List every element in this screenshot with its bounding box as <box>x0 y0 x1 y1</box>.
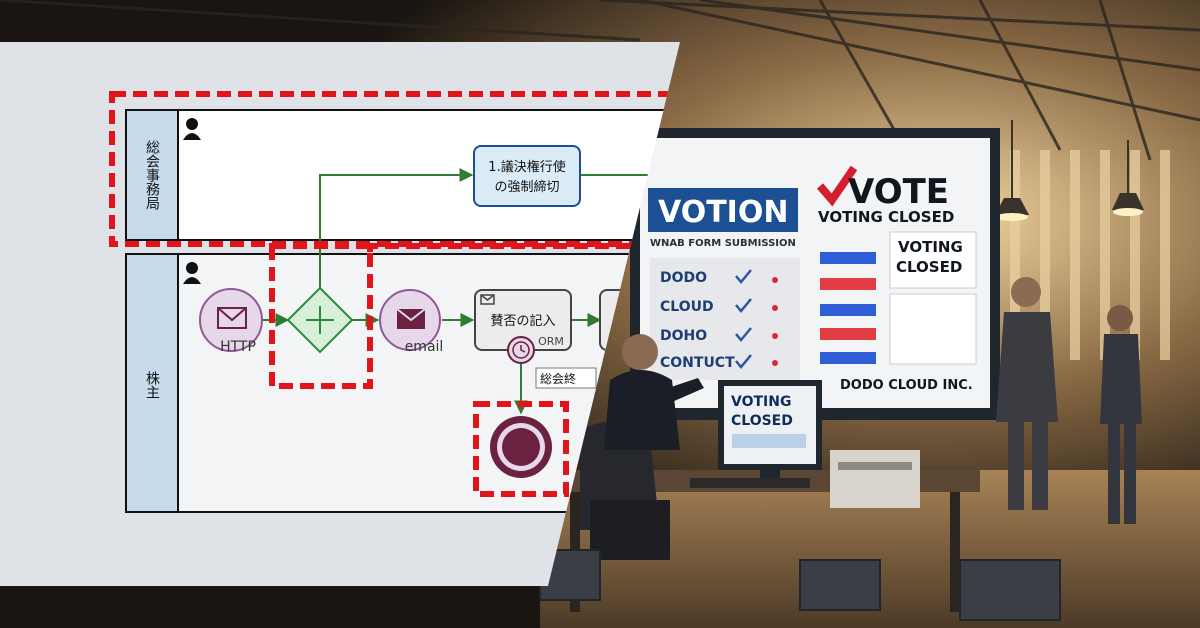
task-fill-in-vote-label: 賛否の記入 <box>490 313 555 329</box>
window-slats <box>1010 150 1170 360</box>
task-fill-in-vote-sub: ORM <box>538 335 564 348</box>
plus-icon <box>306 306 334 334</box>
screen-footer: DODO CLOUD INC. <box>840 378 973 393</box>
screen-closed-line1: VOTING <box>898 238 963 256</box>
message-event-label: email <box>405 339 444 355</box>
screen-row-3: DOHO <box>660 328 707 344</box>
heart-marks <box>772 277 778 366</box>
start-event-http[interactable]: HTTP <box>199 288 263 355</box>
clock-icon <box>512 341 530 359</box>
standing-woman <box>1100 305 1142 524</box>
screen-row-4: CONTUCT <box>660 355 735 371</box>
highlight-end-event <box>473 401 569 497</box>
timer-boundary-event[interactable] <box>507 336 535 364</box>
start-event-label: HTTP <box>220 339 256 355</box>
message-event-email[interactable]: email <box>379 289 444 355</box>
screen-row-2: CLOUD <box>660 299 714 315</box>
monitor-line1: VOTING <box>731 394 791 410</box>
lane-shareholder-label: 株主 <box>144 371 160 399</box>
screen-vote-title: VOTE <box>848 172 949 212</box>
highlight-boxes <box>109 91 680 497</box>
person-icon <box>183 118 201 140</box>
standing-man <box>996 277 1058 510</box>
lane-secretariat-header <box>125 109 179 241</box>
screen-vote-subtitle: VOTING CLOSED <box>818 208 954 226</box>
flow-gateway-to-task1 <box>319 168 474 290</box>
task-force-close[interactable]: 1.議決権行使 の強制締切 <box>473 145 581 207</box>
lane-shareholder-header <box>125 253 179 513</box>
highlight-right-edge <box>367 243 680 252</box>
screen-brand: VOTION <box>658 195 788 230</box>
check-marks <box>735 269 752 369</box>
vote-check-icon <box>816 165 858 207</box>
pendant-lamps <box>995 120 1144 221</box>
screen-row-1: DODO <box>660 270 707 286</box>
person-icon <box>183 262 201 284</box>
task-fill-in-vote[interactable]: 賛否の記入 ORM <box>474 289 572 351</box>
screen-subtitle: WNAB FORM SUBMISSION <box>650 238 796 249</box>
seated-person <box>580 334 704 560</box>
result-bars <box>820 252 876 364</box>
presentation-screen: VOTION WNAB FORM SUBMISSION DODO CLOUD D… <box>630 128 1000 420</box>
timer-label-box: 総会終 <box>535 367 597 389</box>
timer-label: 総会終 <box>540 371 576 386</box>
form-envelope-icon <box>480 294 495 305</box>
task-force-close-line1: 1.議決権行使 <box>488 159 565 175</box>
highlight-gateway <box>269 243 373 389</box>
parallel-gateway[interactable] <box>286 286 354 354</box>
envelope-icon <box>217 307 247 329</box>
task-force-close-line2: の強制締切 <box>494 179 559 195</box>
desk-monitor: VOTING CLOSED <box>690 380 822 488</box>
monitor-line2: CLOSED <box>731 413 793 429</box>
lane-secretariat-label: 総会事務局 <box>144 140 160 210</box>
end-event[interactable] <box>490 416 552 478</box>
screen-closed-line2: CLOSED <box>896 258 962 276</box>
envelope-icon <box>396 308 426 329</box>
